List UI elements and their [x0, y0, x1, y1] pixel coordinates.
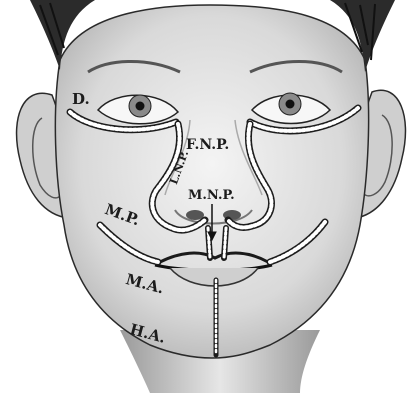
left-nostril: [186, 210, 204, 220]
label-mnp: M.N.P.: [188, 189, 235, 202]
label-d: D.: [72, 92, 90, 107]
face-outline: [55, 5, 368, 358]
left-pupil: [136, 102, 145, 111]
label-fnp: F.N.P.: [186, 138, 229, 152]
right-pupil: [286, 100, 295, 109]
